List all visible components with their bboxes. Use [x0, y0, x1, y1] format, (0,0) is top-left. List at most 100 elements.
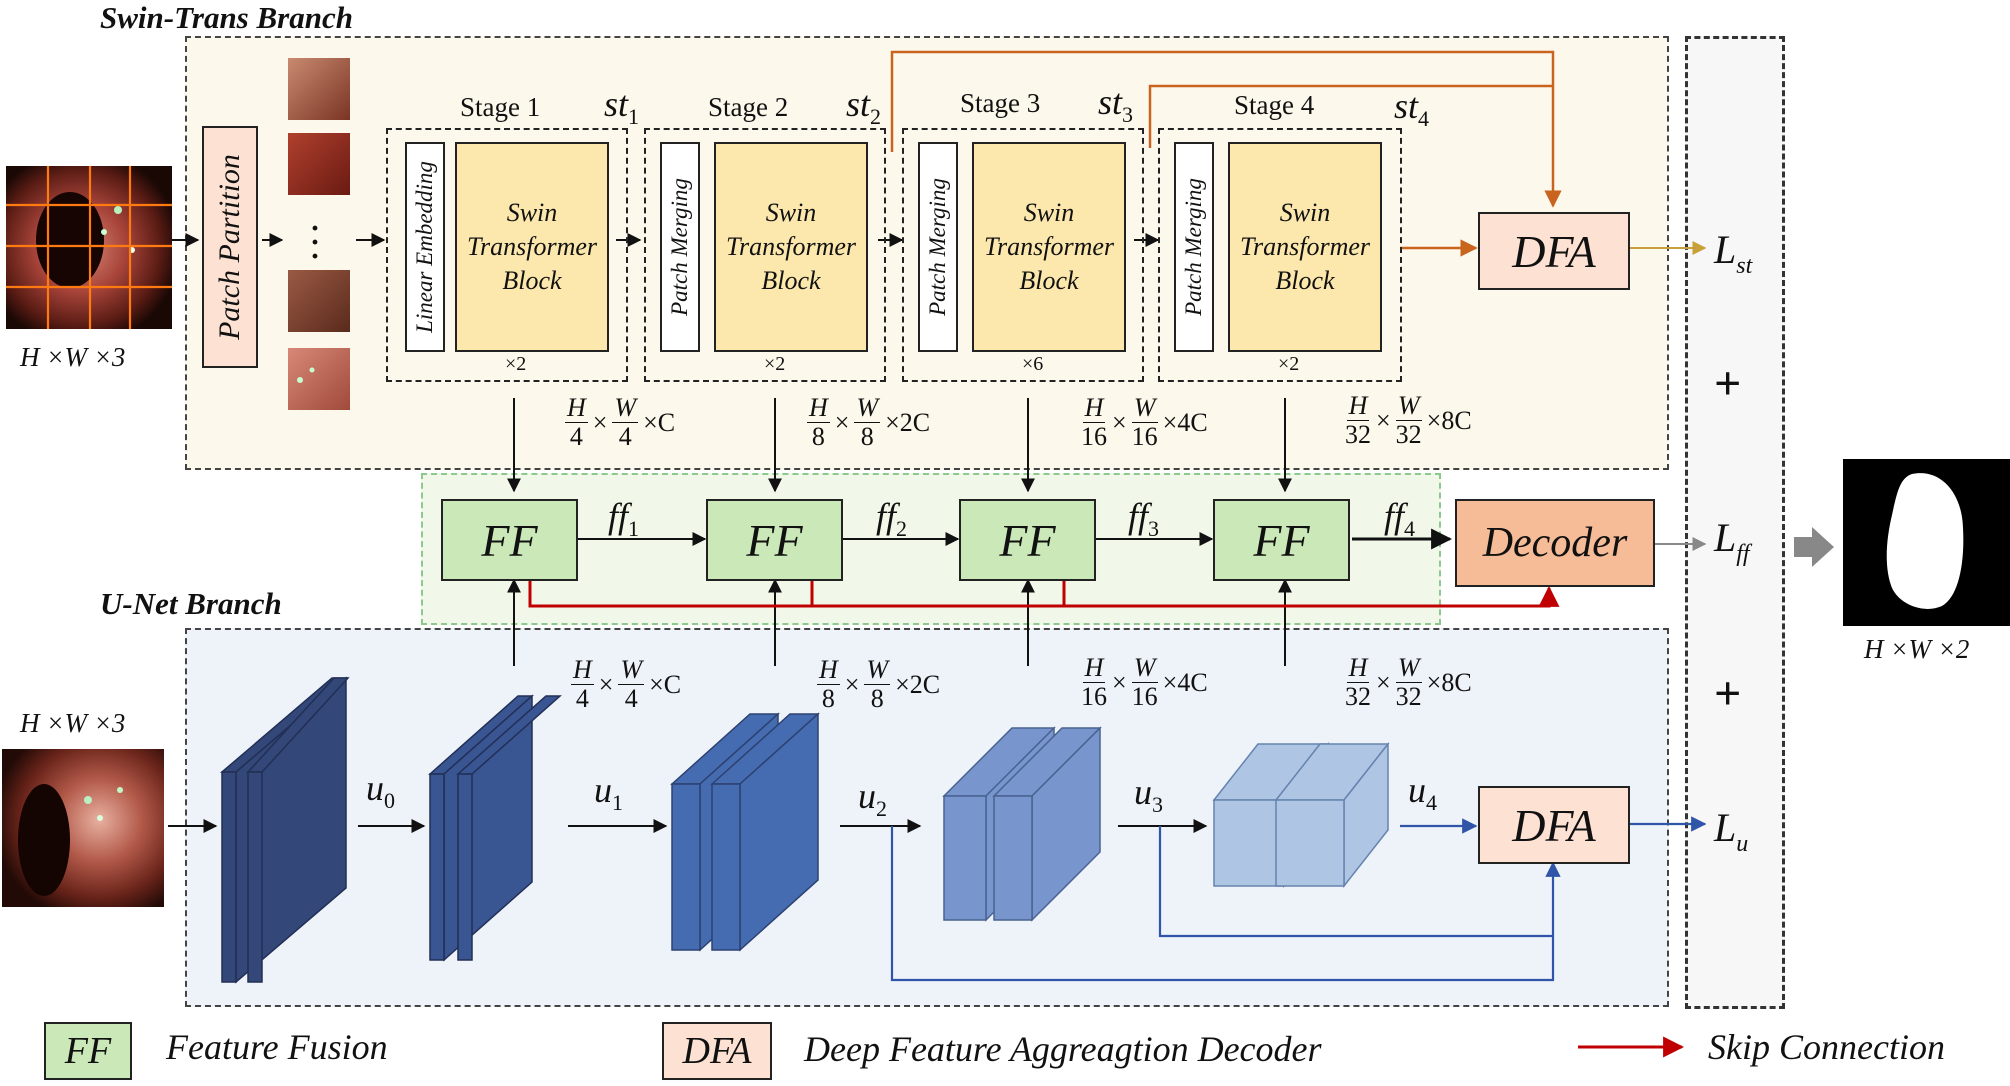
frac-den: 16 — [1081, 682, 1107, 711]
stage-1-label: Stage 1 — [460, 92, 541, 122]
input-dim-top: H ×W ×3 — [20, 342, 126, 372]
channel-op: ×2C — [885, 407, 931, 437]
loss-u: Lu — [1714, 804, 1748, 858]
sym-sub: 1 — [612, 790, 623, 815]
frac-num: H — [1346, 391, 1370, 421]
legend-dfa-text: Deep Feature Aggreagtion Decoder — [804, 1029, 1322, 1069]
u4-symbol: u4 — [1408, 772, 1437, 821]
sym-base: st — [604, 84, 629, 124]
ff3-symbol: ff3 — [1128, 498, 1159, 547]
black-arrows — [168, 233, 1453, 833]
sym-sub: 3 — [1152, 792, 1163, 817]
sym-base: ff — [1128, 496, 1149, 536]
stage-4-label: Stage 4 — [1234, 90, 1315, 120]
stage-2-box — [644, 128, 886, 382]
u0-symbol: u0 — [366, 770, 395, 819]
sym-sub: 2 — [896, 516, 908, 541]
swin-branch-label: Swin-Trans Branch — [100, 0, 353, 35]
stage-1-repeat: ×2 — [505, 353, 527, 375]
ff-block-2: FF — [706, 499, 843, 581]
loss-sub: u — [1736, 831, 1749, 857]
ff4-symbol: ff4 — [1384, 498, 1415, 547]
sym-sub: 0 — [384, 788, 395, 813]
legend-ff-text: Feature Fusion — [166, 1027, 388, 1067]
loss-base: L — [1714, 227, 1737, 272]
frac-num: H — [565, 393, 588, 423]
ff-block-1: FF — [441, 499, 578, 581]
u2-symbol: u2 — [858, 778, 887, 827]
output-arrow — [1794, 527, 1834, 567]
sym-sub: 3 — [1148, 516, 1160, 541]
sym-sub: 4 — [1418, 106, 1430, 131]
frac-num: H — [1082, 393, 1106, 423]
stage-2-label: Stage 2 — [708, 92, 789, 122]
sym-base: u — [1408, 770, 1426, 810]
channel-op: ×8C — [1426, 667, 1472, 697]
loss-column — [1685, 36, 1785, 1009]
frac-num: H — [571, 655, 594, 685]
frac-num: H — [1082, 653, 1106, 683]
block-line: Block — [1275, 266, 1335, 295]
ff-block-4: FF — [1213, 499, 1350, 581]
plus-sign-2: + — [1714, 667, 1742, 720]
frac-den: 4 — [569, 422, 583, 451]
frac-den: 16 — [1131, 682, 1158, 711]
input-image-bottom — [2, 749, 164, 907]
channel-op: ×2C — [895, 669, 941, 699]
sym-sub: 4 — [1426, 790, 1437, 815]
channel-op: ×C — [643, 407, 676, 437]
times-op: × — [1376, 667, 1391, 697]
skip-connection-lines — [528, 581, 1560, 608]
times-op: × — [1112, 667, 1127, 697]
sym-base: st — [1394, 86, 1419, 126]
dfa-unet: DFA — [1478, 786, 1630, 864]
patch-tiles — [288, 58, 350, 410]
output-mask — [1843, 459, 2010, 626]
frac-den: 8 — [870, 684, 884, 713]
stage-3-box — [902, 128, 1144, 382]
sym-sub: 2 — [870, 104, 882, 129]
plus-sign-1: + — [1714, 357, 1742, 410]
stage-4-box — [1158, 128, 1402, 382]
unet-branch-label: U-Net Branch — [100, 586, 282, 621]
frac-num: W — [864, 655, 891, 685]
input-image-top — [6, 166, 172, 329]
block-line: Transformer — [983, 232, 1115, 261]
ff2-symbol: ff2 — [876, 498, 907, 547]
loss-sub: ff — [1736, 541, 1750, 567]
ff1-symbol: ff1 — [608, 498, 639, 547]
times-op: × — [844, 669, 860, 699]
frac-den: 4 — [618, 422, 632, 451]
sym-sub: 1 — [628, 104, 640, 129]
frac-num: W — [854, 393, 881, 423]
channel-op: ×4C — [1162, 667, 1208, 697]
frac-den: 16 — [1081, 422, 1107, 451]
u3-symbol: u3 — [1134, 774, 1163, 823]
times-op: × — [1112, 407, 1127, 437]
patch-partition-label: Patch Partition — [213, 154, 246, 340]
block-line: Transformer — [725, 232, 857, 261]
loss-base: L — [1714, 805, 1737, 850]
stage-4-patch-merging: Patch Merging — [1174, 142, 1214, 352]
sym-base: u — [1134, 772, 1152, 812]
block-line: Swin — [506, 198, 558, 227]
frac-num: H — [807, 393, 830, 423]
dfa-swin: DFA — [1478, 212, 1630, 290]
block-line: Swin — [765, 198, 817, 227]
block-line: Transformer — [466, 232, 598, 261]
block-line: Swin — [1279, 198, 1331, 227]
